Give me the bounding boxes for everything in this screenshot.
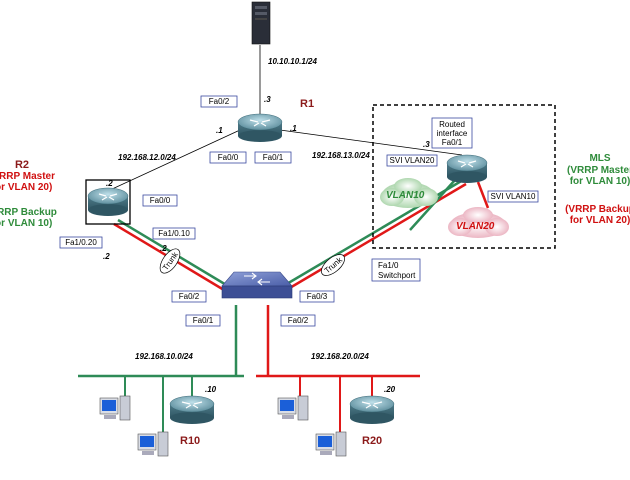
link-mls-vlan10 [409, 179, 456, 231]
r2-dot2-mid: .2 [160, 244, 167, 253]
r2-dot2-top: .2 [106, 179, 113, 188]
r20-router-icon [349, 395, 395, 424]
r1-fa02-box: Fa0/2 [200, 95, 238, 108]
switch-fa02-box: Fa0/2 [171, 290, 207, 303]
svg-text:Fa0/3: Fa0/3 [307, 292, 328, 301]
pc-icon [277, 395, 309, 421]
vlan20-label: VLAN20 [456, 221, 495, 232]
svg-text:Fa0/0: Fa0/0 [150, 196, 171, 205]
mls-master-line1: (VRRP Master [567, 165, 630, 176]
svg-text:Switchport: Switchport [378, 271, 416, 280]
access-switch-icon [221, 271, 293, 299]
mls-backup-line2: for VLAN 20) [570, 215, 630, 226]
r2-backup-line1: (VRRP Backup [0, 207, 57, 218]
r1-fa00-box: Fa0/0 [209, 151, 247, 164]
link-r1-r2 [109, 129, 241, 191]
pc-icon [315, 431, 347, 457]
svg-text:Fa0/2: Fa0/2 [179, 292, 200, 301]
r1-fa01-box: Fa0/1 [254, 151, 292, 164]
mls-name: MLS [589, 153, 610, 164]
svg-text:Fa0/2: Fa0/2 [288, 316, 309, 325]
mls-svi10-box: SVI VLAN10 [487, 190, 539, 203]
r1-dot3: .3 [264, 95, 271, 104]
svg-text:Fa0/1: Fa0/1 [263, 153, 284, 162]
r2-backup-line2: for VLAN 10) [0, 218, 52, 229]
link-mls-vlan20 [476, 181, 490, 209]
mls-fa10-switchport-box: Fa1/0 Switchport [371, 258, 421, 282]
r2-master-line2: for VLAN 20) [0, 182, 52, 193]
pc-icon [99, 395, 131, 421]
mls-boundary [372, 104, 556, 249]
r2-dot2-low: .2 [103, 252, 110, 261]
svg-text:Fa1/0: Fa1/0 [378, 261, 399, 270]
mls-routed-box: Routed interface Fa0/1 [431, 117, 473, 149]
r1-dot1-right: .1 [290, 124, 297, 133]
r2-name: R2 [15, 159, 29, 171]
r2-fa110-box: Fa1/0.10 [152, 227, 196, 240]
mls-dot3: .3 [423, 140, 430, 149]
r1-router-icon [237, 113, 283, 142]
vlan20-cloud-icon [448, 207, 509, 238]
r10-router-icon [169, 395, 215, 424]
svg-text:SVI VLAN20: SVI VLAN20 [390, 156, 435, 165]
vlan10-cloud-icon [380, 178, 438, 208]
mls-backup-line1: (VRRP Backup [565, 204, 630, 215]
r1-name: R1 [300, 98, 314, 110]
server-icon [251, 1, 271, 45]
link-r1-mls [279, 129, 463, 156]
r10-dot: .10 [205, 385, 217, 394]
vlan10-label: VLAN10 [386, 190, 425, 201]
svg-text:Fa0/1: Fa0/1 [193, 316, 214, 325]
switch-fa02b-box: Fa0/2 [280, 314, 316, 327]
mls-svi20-box: SVI VLAN20 [386, 154, 438, 167]
r2-master-line1: (VRRP Master [0, 171, 55, 182]
svg-text:Routed: Routed [439, 120, 465, 129]
r2-fa00-box: Fa0/0 [142, 194, 178, 207]
svg-text:Fa1/0.10: Fa1/0.10 [158, 229, 190, 238]
net-left-wan: 192.168.12.0/24 [118, 153, 176, 162]
server-ip: 10.10.10.1/24 [268, 57, 317, 66]
links [78, 45, 490, 440]
r20-dot: .20 [384, 385, 396, 394]
r20-name: R20 [362, 435, 382, 447]
mls-master-line2: for VLAN 10) [570, 176, 630, 187]
svg-text:Fa1/0.20: Fa1/0.20 [65, 238, 97, 247]
svg-text:Fa0/1: Fa0/1 [442, 138, 463, 147]
r10-name: R10 [180, 435, 200, 447]
r2-router-icon [87, 187, 129, 216]
switch-fa01-box: Fa0/1 [185, 314, 221, 327]
net-vlan10-lan: 192.168.10.0/24 [135, 352, 193, 361]
r2-highlight-box [85, 179, 131, 225]
r2-fa120-box: Fa1/0.20 [59, 236, 103, 249]
svg-text:Fa0/0: Fa0/0 [218, 153, 239, 162]
net-vlan20-lan: 192.168.20.0/24 [311, 352, 369, 361]
svg-text:Fa0/2: Fa0/2 [209, 97, 230, 106]
net-right-wan: 192.168.13.0/24 [312, 151, 370, 160]
mls-switch-icon [446, 154, 488, 183]
pc-icon [137, 431, 169, 457]
svg-text:SVI VLAN10: SVI VLAN10 [491, 192, 536, 201]
r1-dot1-left: .1 [216, 126, 223, 135]
svg-text:interface: interface [437, 129, 468, 138]
switch-fa03-box: Fa0/3 [299, 290, 335, 303]
